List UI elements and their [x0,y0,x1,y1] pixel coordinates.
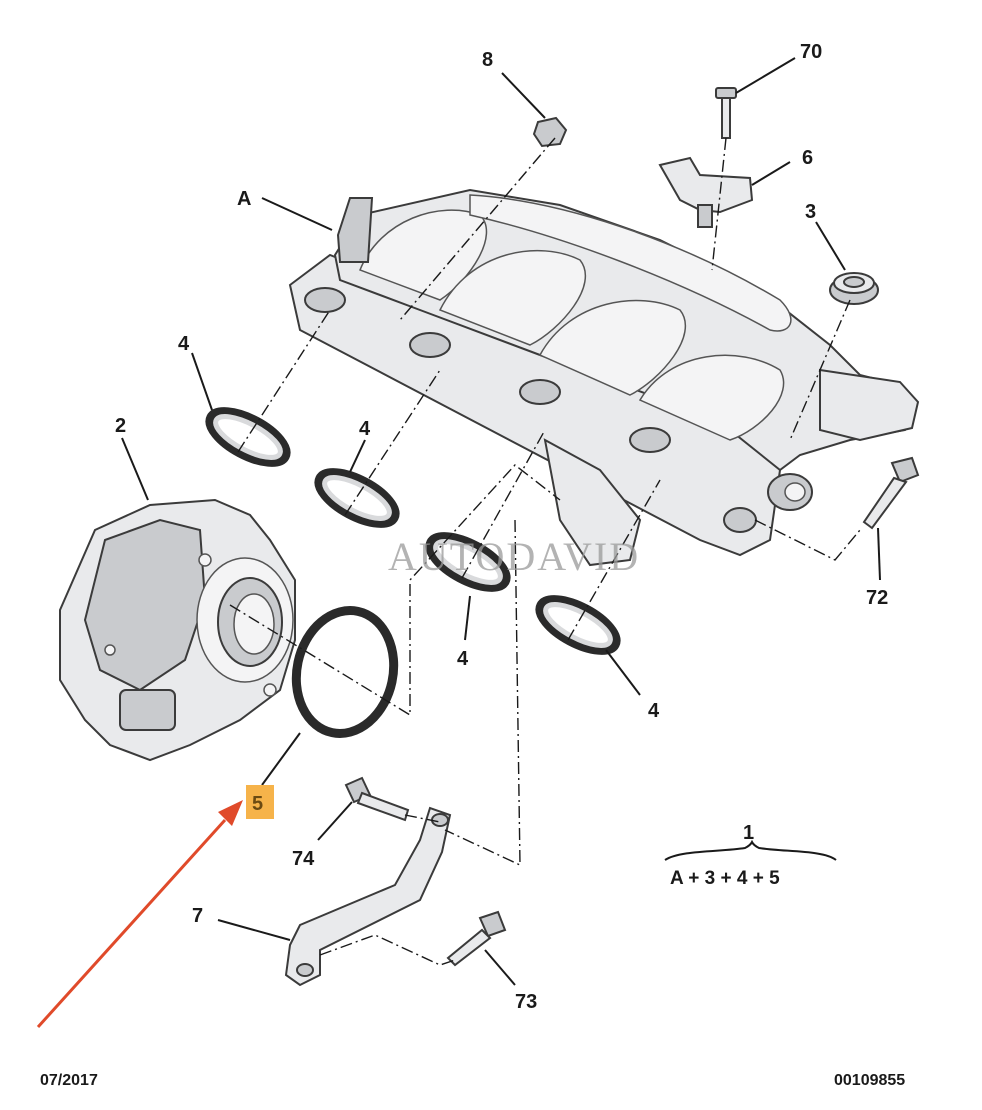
label-4-second: 4 [359,418,371,440]
footer-date: 07/2017 [40,1072,98,1089]
throttle-seal-ring [291,606,399,738]
label-1: 1 [743,822,754,844]
bolt-72 [862,456,920,530]
label-4-third: 4 [457,648,469,670]
formula-text: A + 3 + 4 + 5 [670,868,780,889]
label-70: 70 [800,41,822,63]
intake-manifold [288,188,920,567]
label-5: 5 [252,793,263,815]
assembly-lines [229,137,861,966]
bolt-74 [344,776,410,822]
grommet [829,272,879,305]
label-5-highlight [246,785,274,819]
label-4-fourth: 4 [648,700,660,722]
map-sensor [658,156,754,228]
label-73: 73 [515,991,537,1013]
bolt-70 [715,87,737,139]
formula-brace [664,839,837,861]
label-8: 8 [482,49,493,71]
footer-reference: 00109855 [834,1072,905,1089]
kit-formula: 1 A + 3 + 4 + 5 [664,822,837,889]
label-6: 6 [802,147,813,169]
bolt-73 [446,910,507,967]
watermark: AUTODAVID [388,534,640,579]
label-72: 72 [866,587,888,609]
label-74: 74 [292,848,315,870]
red-pointer-arrow [36,800,243,1029]
label-4-first: 4 [178,333,190,355]
label-2: 2 [115,415,126,437]
nut-8 [532,116,568,148]
label-3: 3 [805,201,816,223]
throttle-body [59,498,296,762]
leader-lines [121,57,881,986]
support-bracket [284,806,452,987]
label-7: 7 [192,905,203,927]
label-A: A [237,188,251,210]
